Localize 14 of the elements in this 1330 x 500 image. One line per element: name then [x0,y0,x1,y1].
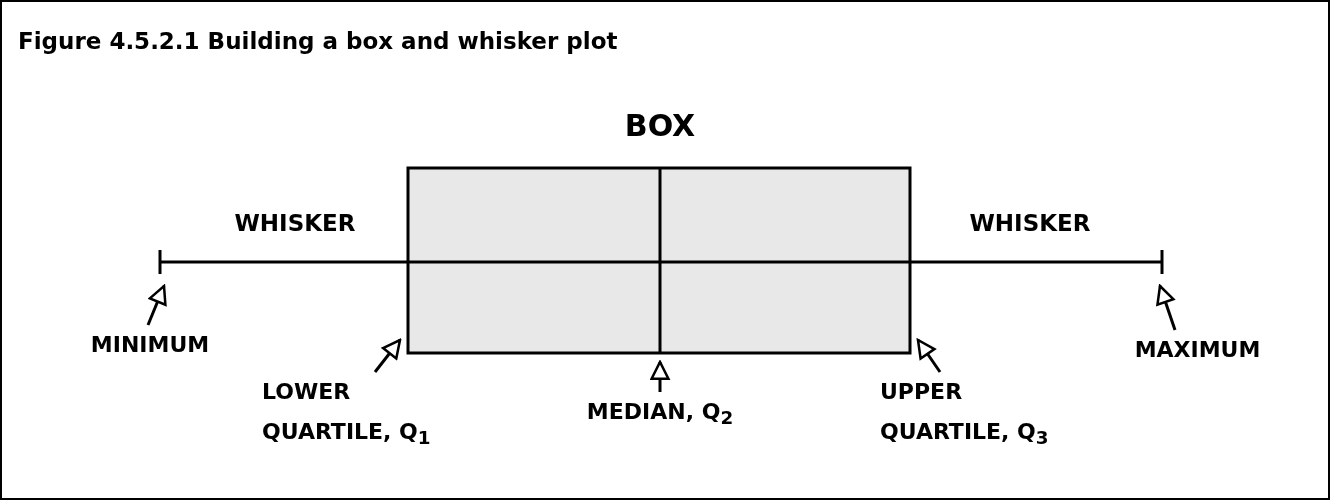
callout-label: MAXIMUM [1100,330,1295,370]
whisker-label: WHISKER [233,210,357,236]
callout-label: UPPER QUARTILE, Q$_{3}$ [880,372,1060,459]
callout-label: MEDIAN, Q$_{2}$ [555,392,765,439]
arrow [1156,284,1177,331]
box-label: BOX [623,108,697,143]
arrow [373,338,402,373]
arrow [146,284,167,326]
arrow [916,338,942,373]
arrow [650,360,670,392]
callout-label: LOWER QUARTILE, Q$_{1}$ [262,372,442,459]
figure-title: Figure 4.5.2.1 Building a box and whisker plot [18,28,618,54]
callout-label: MINIMUM [55,325,245,365]
whisker-label: WHISKER [968,210,1092,236]
